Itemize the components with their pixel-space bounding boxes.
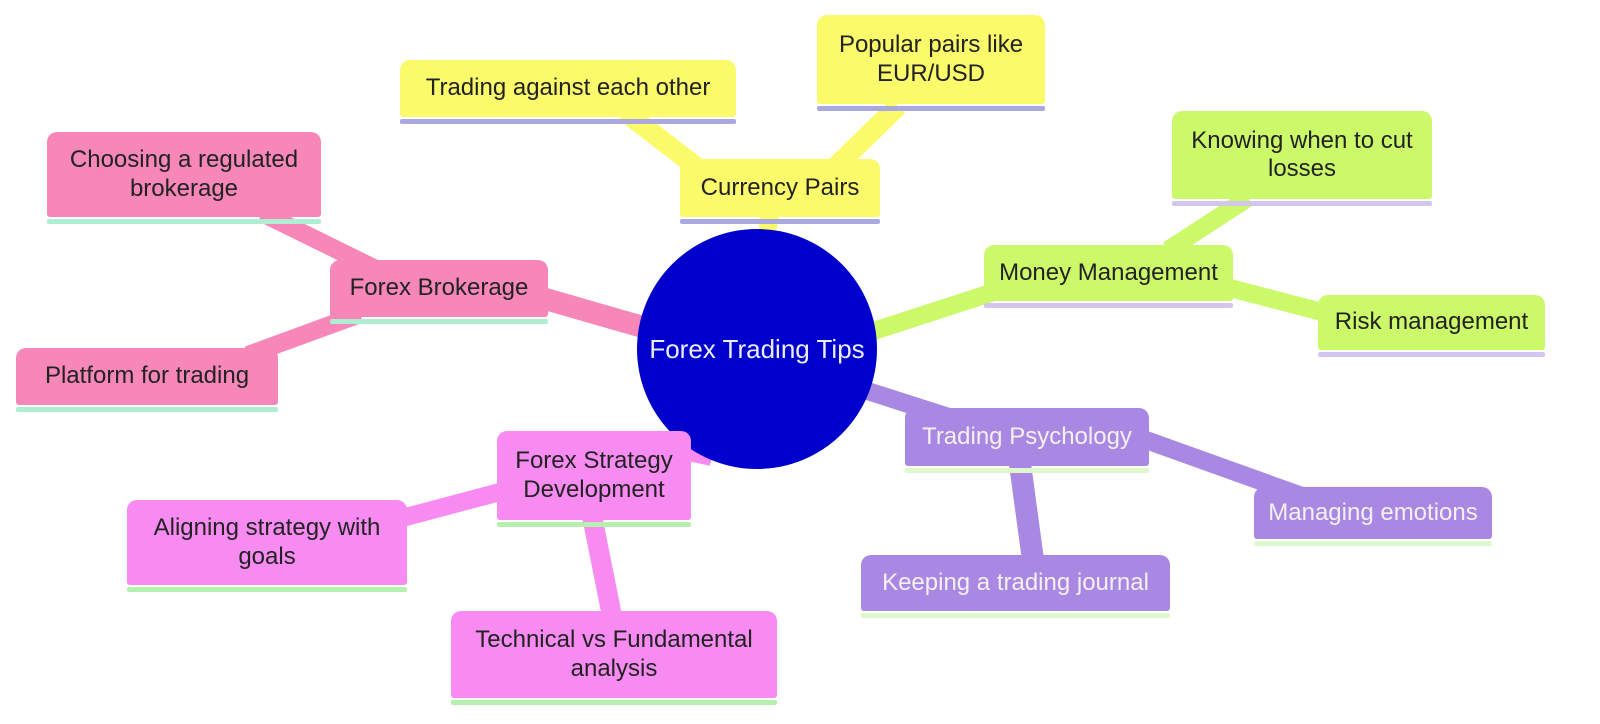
node-popular-pairs-eur-usd: Popular pairs like EUR/USD xyxy=(817,15,1045,111)
node-label: Currency Pairs xyxy=(700,173,860,201)
node-forex-brokerage: Forex Brokerage xyxy=(330,260,548,324)
node-label: Trading against each other xyxy=(425,74,711,102)
link-money-management-to-root xyxy=(849,281,1003,347)
node-currency-pairs: Currency Pairs xyxy=(680,159,880,224)
node-label: Forex Brokerage xyxy=(349,274,529,302)
link-knowing-losses-to-money-management xyxy=(1163,190,1253,258)
link-technical-fundamental-to-forex-strategy xyxy=(582,514,622,618)
node-label: Trading Psychology xyxy=(922,422,1132,450)
node-managing-emotions: Managing emotions xyxy=(1254,487,1492,546)
node-label: Popular pairs like EUR/USD xyxy=(838,31,1024,87)
node-forex-strategy-development: Forex Strategy Development xyxy=(497,431,691,527)
node-label: Technical vs Fundamental analysis xyxy=(475,626,753,682)
node-label: Choosing a regulated brokerage xyxy=(69,146,299,202)
link-aligning-strategy-to-forex-strategy xyxy=(399,483,503,527)
node-label: Platform for trading xyxy=(44,362,250,390)
node-label: Knowing when to cut losses xyxy=(1191,126,1413,182)
node-keeping-a-trading-journal: Keeping a trading journal xyxy=(861,555,1170,618)
node-knowing-when-to-cut-losses: Knowing when to cut losses xyxy=(1172,111,1432,206)
node-trading-against-each-other: Trading against each other xyxy=(400,60,736,124)
node-label: Forex Strategy Development xyxy=(515,447,673,503)
node-money-management: Money Management xyxy=(984,245,1233,308)
node-choosing-regulated-brokerage: Choosing a regulated brokerage xyxy=(47,132,321,224)
link-managing-emotions-to-trading-psychology xyxy=(1142,431,1306,505)
link-keeping-journal-to-trading-psychology xyxy=(1009,462,1044,562)
node-label: Risk management xyxy=(1334,308,1529,336)
node-risk-management: Risk management xyxy=(1318,295,1545,357)
root-label: Forex Trading Tips xyxy=(649,333,865,364)
node-label: Aligning strategy with goals xyxy=(153,514,381,570)
node-technical-vs-fundamental-analysis: Technical vs Fundamental analysis xyxy=(451,611,777,705)
node-label: Keeping a trading journal xyxy=(882,568,1149,596)
node-platform-for-trading: Platform for trading xyxy=(16,348,278,412)
node-trading-psychology: Trading Psychology xyxy=(905,408,1149,473)
node-label: Managing emotions xyxy=(1268,498,1478,526)
node-forex-trading-tips-root: Forex Trading Tips xyxy=(637,229,877,469)
node-label: Money Management xyxy=(999,258,1218,286)
node-aligning-strategy-with-goals: Aligning strategy with goals xyxy=(127,500,407,592)
